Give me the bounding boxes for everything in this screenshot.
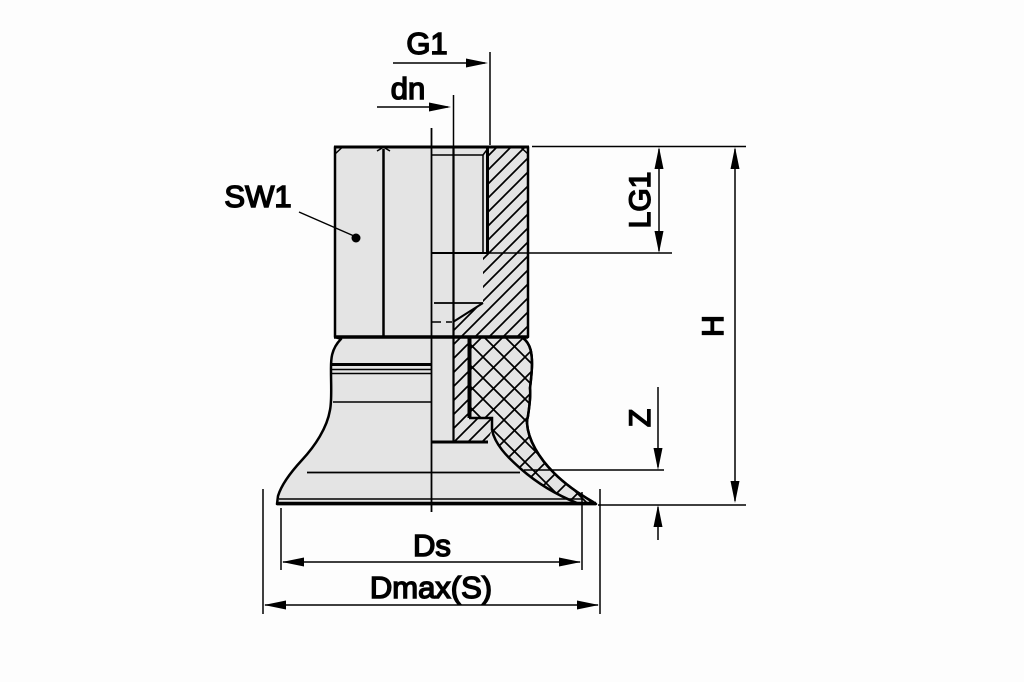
sw1-label: SW1: [224, 179, 291, 214]
lg1-label: LG1: [624, 172, 657, 229]
edge-lines: [277, 145, 597, 506]
section-hatching: [454, 148, 596, 504]
annotation-sw1: SW1: [224, 178, 361, 243]
sw1-leader-line: [298, 211, 355, 237]
rubber-inner-wall-edge: [490, 429, 578, 505]
counterbore-chamfer: [452, 302, 484, 323]
ds-arrowhead-right: [559, 557, 581, 567]
h-arrowhead-bottom: [730, 481, 740, 503]
dimension-dn: dn: [377, 70, 455, 146]
ds-arrowhead-left: [282, 557, 304, 567]
dmax-arrowhead-left: [264, 600, 286, 610]
rubber-outer-edge: [522, 337, 597, 506]
z-arrowhead-down: [653, 448, 663, 470]
suction-cup-body: [275, 145, 598, 506]
dimension-lg1: LG1: [489, 147, 672, 254]
dimensions: G1 dn SW1 LG1 H: [224, 25, 746, 614]
g1-arrowhead: [466, 58, 488, 68]
part-silhouette: [275, 145, 598, 506]
dimension-g1: G1: [393, 25, 491, 145]
dmax-label: Dmax(S): [370, 570, 492, 605]
ds-label: Ds: [413, 528, 451, 563]
dimension-h: H: [696, 147, 740, 503]
lg1-arrowhead-top: [654, 147, 664, 169]
z-arrowhead-up: [653, 505, 663, 527]
z-label: Z: [624, 409, 657, 427]
fitting-section-hatch: [454, 148, 527, 442]
dimension-z: Z: [524, 387, 664, 540]
stem-foot-edges: [469, 416, 494, 430]
dn-label: dn: [391, 71, 425, 106]
dmax-arrowhead-right: [577, 600, 599, 610]
dimension-ds: Ds: [280, 492, 583, 570]
h-label: H: [697, 315, 730, 337]
hex-corner-chamfers: [334, 146, 529, 155]
dimension-dmax: Dmax(S): [262, 489, 601, 614]
rubber-section-hatch: [470, 338, 596, 504]
dn-arrowhead: [429, 102, 451, 112]
g1-label: G1: [406, 26, 447, 61]
sw1-leader-dot: [351, 233, 361, 243]
lg1-arrowhead-bottom: [654, 231, 664, 253]
h-arrowhead-top: [730, 147, 740, 169]
